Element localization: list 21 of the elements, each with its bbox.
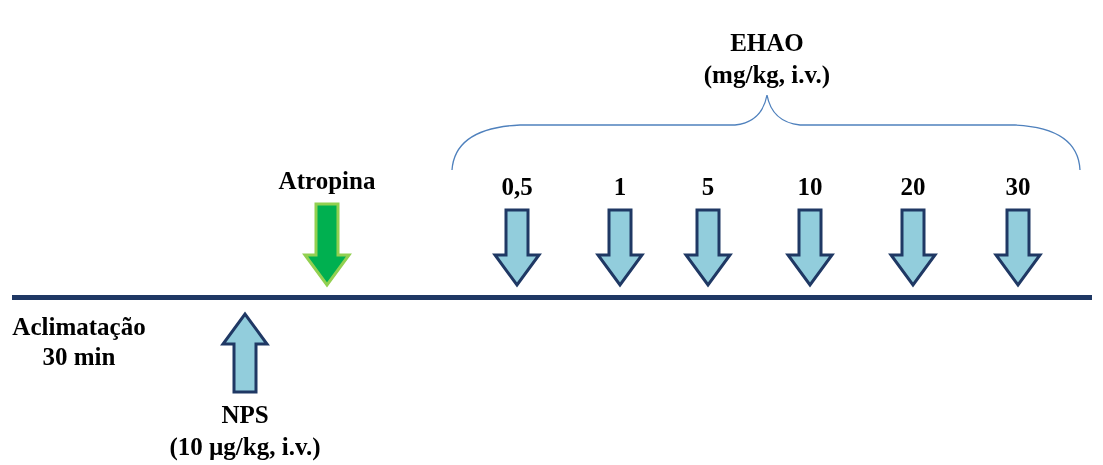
block-arrow bbox=[595, 208, 645, 288]
dose-text: (10 µg/kg, i.v.) bbox=[168, 432, 322, 462]
node-label: 1 bbox=[612, 172, 628, 202]
block-arrow bbox=[492, 208, 542, 288]
node-label: 20 bbox=[899, 172, 927, 202]
block-arrow bbox=[220, 311, 270, 394]
block-arrow bbox=[683, 208, 733, 288]
block-arrow bbox=[888, 208, 938, 288]
node-label: 0,5 bbox=[500, 172, 534, 202]
annotation-text: (mg/kg, i.v.) bbox=[702, 60, 832, 90]
node-label: 10 bbox=[796, 172, 824, 202]
block-arrow bbox=[302, 202, 352, 288]
annotation-text: EHAO bbox=[729, 28, 805, 58]
block-arrow bbox=[785, 208, 835, 288]
timeline-bar bbox=[12, 295, 1092, 300]
annotation-text: Aclimatação 30 min bbox=[11, 312, 147, 372]
node-label: Atropina bbox=[277, 166, 377, 196]
node-label: 30 bbox=[1004, 172, 1032, 202]
node-title: NPS bbox=[220, 400, 270, 430]
node-label: 5 bbox=[700, 172, 716, 202]
block-arrow bbox=[993, 208, 1043, 288]
